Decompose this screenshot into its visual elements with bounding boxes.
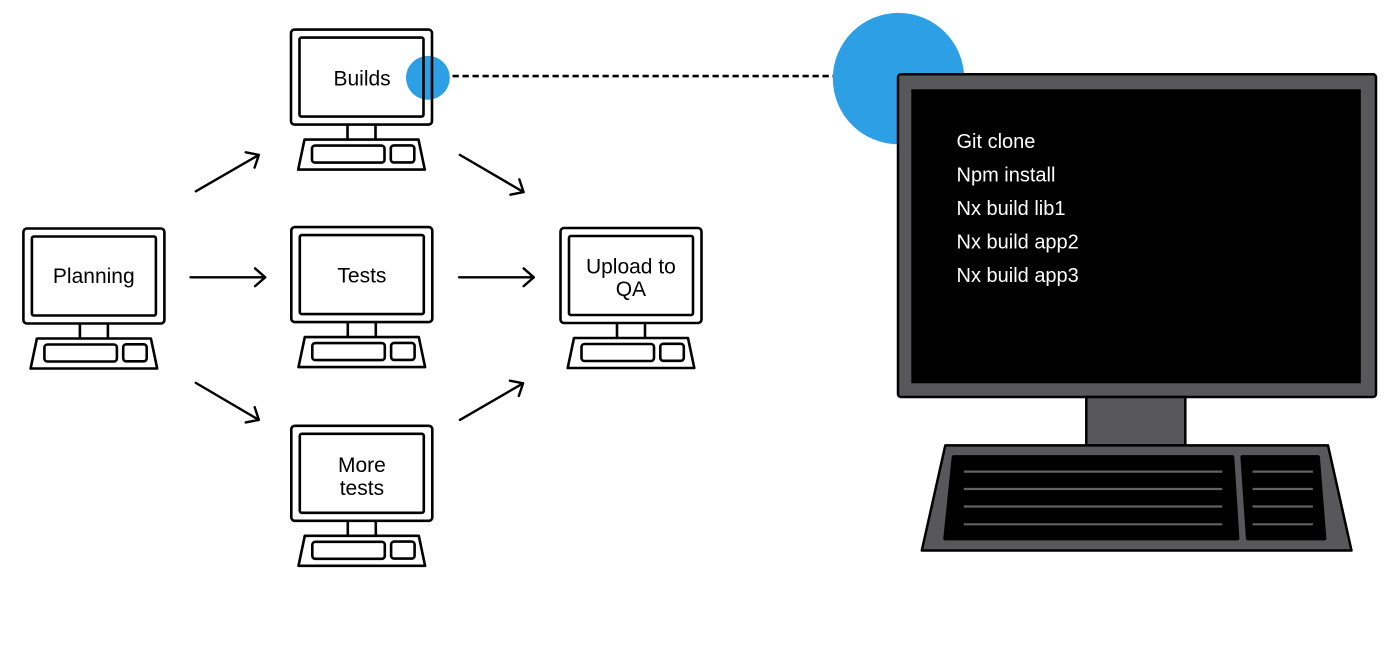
svg-text:Planning: Planning [53,265,135,288]
svg-text:Tests: Tests [337,265,386,288]
svg-text:Npm install: Npm install [957,165,1056,187]
svg-text:QA: QA [616,278,646,301]
svg-text:Nx build app3: Nx build app3 [957,265,1079,287]
svg-text:Builds: Builds [333,68,390,91]
svg-text:Nx build app2: Nx build app2 [957,232,1079,254]
svg-text:More: More [338,454,386,477]
svg-text:Upload to: Upload to [586,255,676,278]
svg-text:Nx build lib1: Nx build lib1 [957,198,1066,220]
svg-text:Git clone: Git clone [957,131,1036,153]
svg-text:tests: tests [340,477,384,500]
